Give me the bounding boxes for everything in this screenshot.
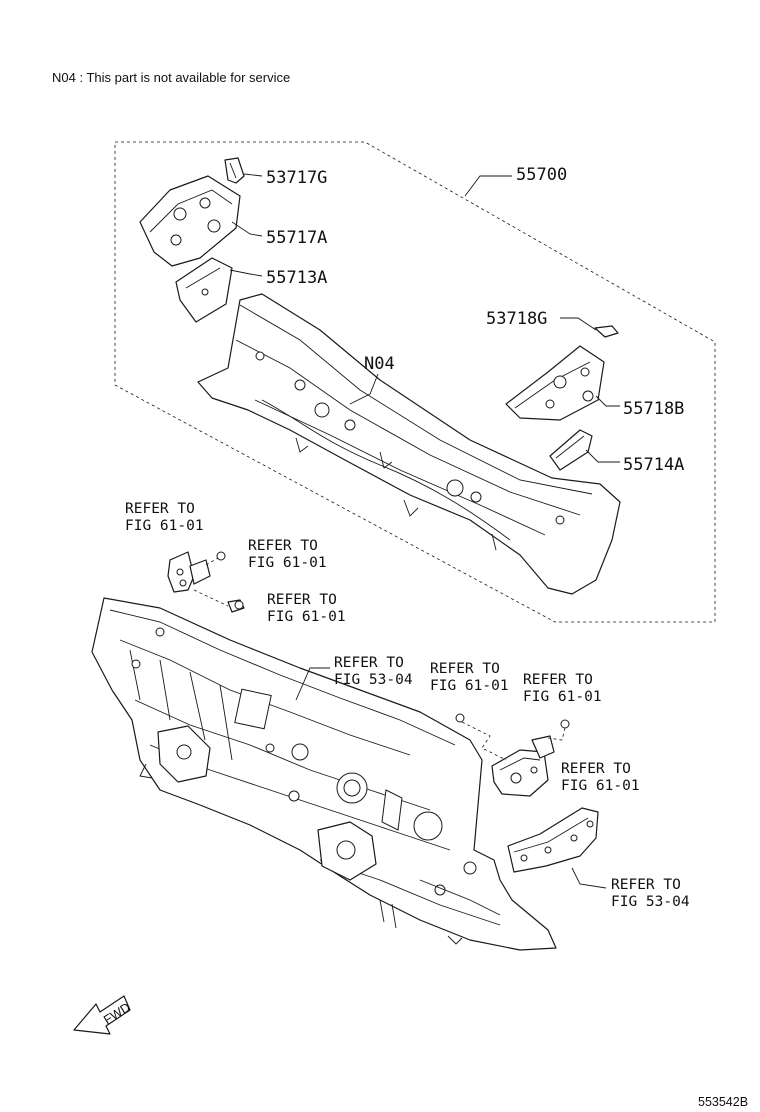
label-55717a: 55717A bbox=[266, 228, 327, 248]
ref-label-8: REFER TO FIG 53-04 bbox=[611, 877, 690, 910]
svg-text:FIG 61-01: FIG 61-01 bbox=[248, 555, 327, 571]
ref-label-2: REFER TO FIG 61-01 bbox=[248, 538, 327, 571]
bracket-55717a bbox=[139, 175, 241, 267]
svg-text:FIG 61-01: FIG 61-01 bbox=[267, 609, 346, 625]
label-55714a: 55714A bbox=[623, 455, 684, 475]
bracket-55713a bbox=[175, 257, 233, 323]
svg-text:REFER TO: REFER TO bbox=[125, 501, 195, 517]
fwd-arrow-icon: FWD bbox=[73, 995, 133, 1035]
leader-ref-4 bbox=[295, 667, 330, 701]
label-55700: 55700 bbox=[516, 165, 567, 185]
ref-label-6: REFER TO FIG 61-01 bbox=[523, 672, 602, 705]
right-lower-bracket bbox=[507, 807, 599, 873]
right-bolt-left bbox=[455, 713, 465, 723]
svg-text:REFER TO: REFER TO bbox=[267, 592, 337, 608]
label-53718g: 53718G bbox=[486, 309, 547, 329]
left-bolt-upper bbox=[216, 551, 226, 561]
leader-55700 bbox=[464, 175, 512, 197]
svg-text:FIG 61-01: FIG 61-01 bbox=[523, 689, 602, 705]
ref-label-1: REFER TO FIG 61-01 bbox=[125, 501, 204, 534]
svg-text:REFER TO: REFER TO bbox=[523, 672, 593, 688]
svg-text:FIG 61-01: FIG 61-01 bbox=[430, 678, 509, 694]
ref-label-7: REFER TO FIG 61-01 bbox=[561, 761, 640, 794]
svg-text:FIG 61-01: FIG 61-01 bbox=[125, 518, 204, 534]
left-bolt-lower bbox=[227, 599, 245, 613]
label-n04: N04 bbox=[364, 354, 395, 374]
svg-text:REFER TO: REFER TO bbox=[611, 877, 681, 893]
leader-55713a bbox=[229, 269, 263, 277]
cowl-panel-n04 bbox=[197, 293, 621, 595]
clip-53718g bbox=[594, 325, 619, 338]
leader-55718b bbox=[595, 395, 620, 407]
right-bolt-right bbox=[560, 719, 570, 729]
svg-text:REFER TO: REFER TO bbox=[248, 538, 318, 554]
svg-text:REFER TO: REFER TO bbox=[334, 655, 404, 671]
svg-text:FIG 53-04: FIG 53-04 bbox=[334, 672, 413, 688]
leader-55717a bbox=[231, 221, 263, 237]
ref-label-3: REFER TO FIG 61-01 bbox=[267, 592, 346, 625]
label-55718b: 55718B bbox=[623, 399, 684, 419]
diagram-code: 553542B bbox=[698, 1095, 748, 1109]
dash-panel bbox=[91, 597, 557, 951]
leader-53718g bbox=[560, 317, 597, 331]
bracket-55714a bbox=[549, 429, 593, 471]
label-53717g: 53717G bbox=[266, 168, 327, 188]
leader-n04 bbox=[349, 373, 379, 405]
svg-text:REFER TO: REFER TO bbox=[430, 661, 500, 677]
clip-53717g bbox=[224, 157, 245, 184]
svg-text:FIG 53-04: FIG 53-04 bbox=[611, 894, 690, 910]
svg-text:FIG 61-01: FIG 61-01 bbox=[561, 778, 640, 794]
assembly-boundary bbox=[114, 141, 716, 623]
service-note: N04 : This part is not available for ser… bbox=[52, 70, 290, 85]
ref-label-5: REFER TO FIG 61-01 bbox=[430, 661, 509, 694]
ref-label-4: REFER TO FIG 53-04 bbox=[334, 655, 413, 688]
leader-53717g bbox=[243, 173, 263, 177]
left-bolt-guide bbox=[193, 557, 229, 607]
bracket-55718b bbox=[505, 345, 605, 421]
leader-55714a bbox=[585, 449, 620, 463]
label-55713a: 55713A bbox=[266, 268, 327, 288]
right-hinge-bracket bbox=[491, 735, 555, 797]
right-bolt-guide bbox=[461, 721, 566, 761]
left-hinge-bracket bbox=[167, 551, 211, 593]
svg-text:REFER TO: REFER TO bbox=[561, 761, 631, 777]
leader-ref-8 bbox=[571, 867, 607, 889]
